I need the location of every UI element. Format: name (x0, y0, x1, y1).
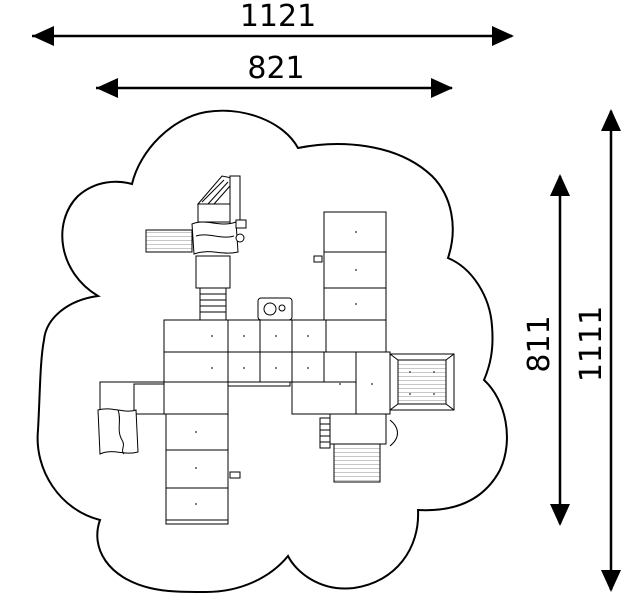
arrow-up-icon (550, 174, 570, 196)
right-ramp (291, 211, 391, 415)
right-tower (389, 353, 455, 447)
overall-depth-label: 1111 (574, 306, 609, 382)
dimension-overall-depth: 1111 (574, 109, 621, 592)
deck-bolts (195, 231, 435, 505)
arrow-right-icon (492, 26, 514, 46)
overall-width-label: 1121 (240, 0, 316, 34)
dimension-overall-width: 1121 (32, 0, 514, 46)
structure-width-label: 821 (247, 51, 304, 86)
arrow-right-icon (431, 78, 453, 98)
lower-left-slide (165, 413, 241, 525)
play-structure (97, 175, 455, 525)
bottom-right-stairs (319, 413, 387, 483)
arrow-down-icon (550, 504, 570, 526)
arrow-left-icon (32, 26, 54, 46)
steering-wheel-panel (257, 297, 293, 321)
dimension-structure-width: 821 (96, 51, 453, 98)
arrow-left-icon (96, 78, 118, 98)
top-tower (145, 175, 247, 321)
structure-depth-label: 811 (522, 315, 557, 372)
arrow-up-icon (601, 109, 621, 131)
dimension-structure-depth: 811 (522, 174, 570, 526)
safety-zone-outline (36, 109, 508, 594)
arrow-down-icon (601, 570, 621, 592)
left-extension (97, 381, 165, 455)
